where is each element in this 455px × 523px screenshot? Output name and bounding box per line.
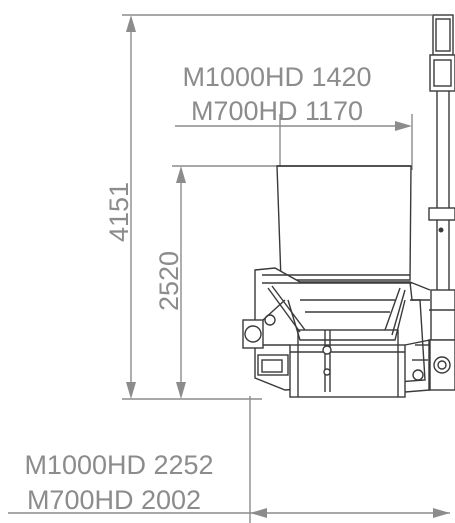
collector-box bbox=[289, 344, 406, 398]
machine-drawing bbox=[242, 14, 455, 398]
total-height-dimension bbox=[126, 15, 136, 399]
dimension-labels: 4151 2520 M1000HD 1420 M700HD 1170 M1000… bbox=[24, 62, 371, 515]
left-motor bbox=[242, 299, 290, 376]
hopper-height-label: 2520 bbox=[154, 251, 184, 311]
base-width-dimension bbox=[8, 396, 450, 523]
elevator-link bbox=[404, 339, 431, 393]
base-width-label-m700: M700HD 2002 bbox=[27, 485, 201, 515]
base-width-label-m1000: M1000HD 2252 bbox=[24, 450, 213, 480]
top-width-dimension bbox=[175, 114, 413, 170]
total-height-label: 4151 bbox=[104, 182, 134, 242]
top-width-label-m1000: M1000HD 1420 bbox=[182, 62, 371, 92]
lever-handle bbox=[322, 330, 332, 392]
hopper-upper bbox=[276, 165, 412, 281]
hopper-height-dimension bbox=[172, 165, 280, 399]
top-width-label-m700: M700HD 1170 bbox=[191, 96, 363, 126]
elevator-column bbox=[428, 14, 455, 391]
dimension-lines bbox=[8, 14, 450, 523]
